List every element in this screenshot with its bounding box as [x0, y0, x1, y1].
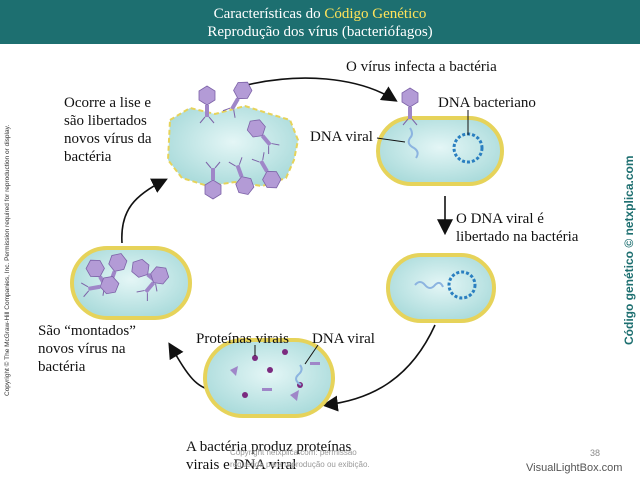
viral-dna-strand: [407, 127, 419, 159]
watermark: VisualLightBox.com: [526, 462, 623, 474]
label-released: O DNA viral é libertado na bactéria: [456, 211, 579, 245]
title-bar: Características do Código Genético Repro…: [0, 0, 640, 44]
bacterial-dna: [447, 270, 477, 300]
arrow-infect: [234, 77, 398, 102]
leader-dna-viral-bottom: [304, 344, 319, 365]
label-dna-viral-top: DNA viral: [310, 129, 373, 145]
bacterium-assembled: [70, 246, 192, 320]
lysing-bacterium: [166, 104, 300, 188]
label-dna-viral-bottom: DNA viral: [312, 331, 375, 347]
bacterium-dna-released: [386, 253, 496, 323]
label-infect: O vírus infecta a bactéria: [346, 59, 497, 75]
infected-bacterium: [376, 116, 504, 186]
label-assembled: São “montados” novos vírus na bactéria: [38, 323, 136, 375]
bacterium-producing: [203, 338, 335, 418]
title-highlight: Código Genético: [324, 6, 427, 22]
label-dna-bacterial: DNA bacteriano: [438, 95, 536, 111]
label-lysis: Ocorre a lise e são libertados novos vír…: [64, 95, 152, 165]
slide-title: Características do Código Genético: [213, 6, 427, 22]
slide-subtitle: Reprodução dos vírus (bacteriófagos): [207, 24, 433, 40]
viral-dna-strand: [414, 281, 444, 289]
arrow-produce: [321, 324, 436, 412]
arrow-lysis: [121, 178, 168, 244]
label-produces: A bactéria produz proteínas virais e DNA…: [186, 439, 352, 473]
side-copyright: Copyright © The McGraw-Hill Companies, I…: [4, 124, 11, 396]
label-proteins: Proteínas virais: [196, 331, 289, 347]
footer-copyright: Copyright netxplica.com: permissão reque…: [230, 448, 370, 469]
page-number: 38: [590, 448, 601, 458]
leader-dna-viral-top: [376, 137, 406, 143]
side-brand: Código genético © netxplica.com: [622, 155, 636, 345]
